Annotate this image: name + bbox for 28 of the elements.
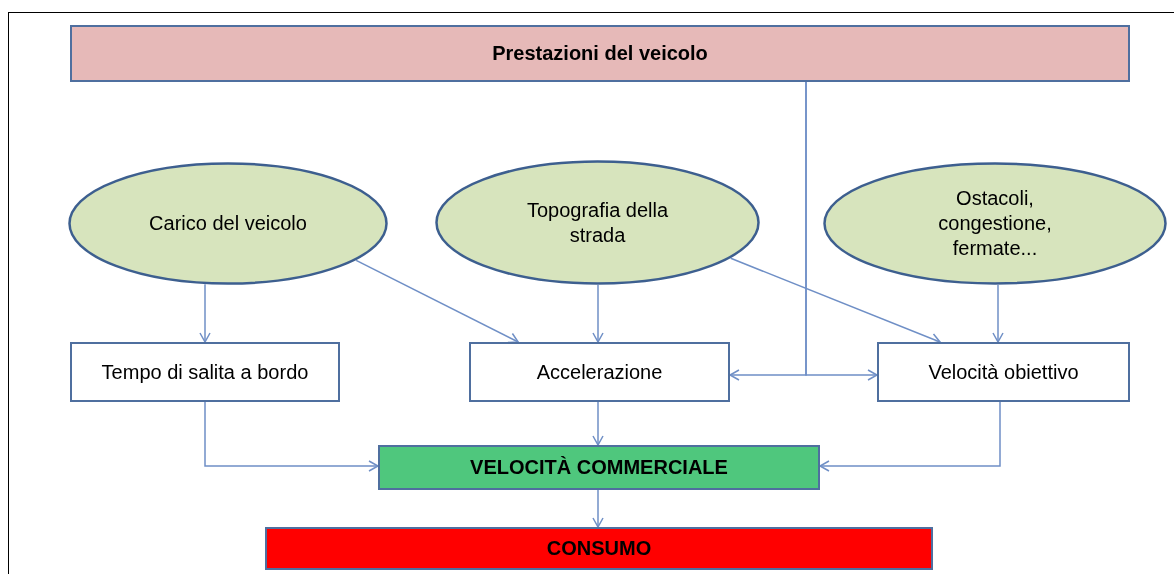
process-box: [877, 342, 1130, 402]
arrow: [805, 81, 878, 381]
node-label: VELOCITÀ COMMERCIALE: [470, 455, 728, 480]
header-box: [70, 25, 1130, 82]
node-label: CONSUMO: [546, 536, 652, 561]
arrow: [592, 284, 604, 343]
node-label: Accelerazione: [536, 359, 663, 385]
arrow: [204, 401, 379, 472]
result-box: [378, 445, 820, 490]
arrow: [199, 283, 211, 343]
factor-ellipse: [823, 162, 1167, 285]
node-label: Carico del veicolo: [149, 211, 307, 236]
node-label: Topografia della strada: [525, 197, 670, 248]
node-label: Velocità obiettivo: [928, 359, 1079, 385]
arrow: [355, 259, 519, 344]
arrow: [592, 489, 604, 528]
process-box: [469, 342, 730, 402]
factor-ellipse: [68, 162, 388, 285]
arrow: [992, 284, 1004, 343]
node-label: Ostacoli, congestione, fermate...: [937, 186, 1053, 261]
node-label: Prestazioni del veicolo: [492, 41, 708, 66]
arrow: [592, 401, 604, 446]
factor-ellipse: [435, 160, 760, 285]
arrow: [819, 401, 1001, 472]
node-label: Tempo di salita a bordo: [101, 359, 309, 385]
output-box: [265, 527, 933, 570]
arrow: [729, 257, 941, 345]
process-box: [70, 342, 340, 402]
